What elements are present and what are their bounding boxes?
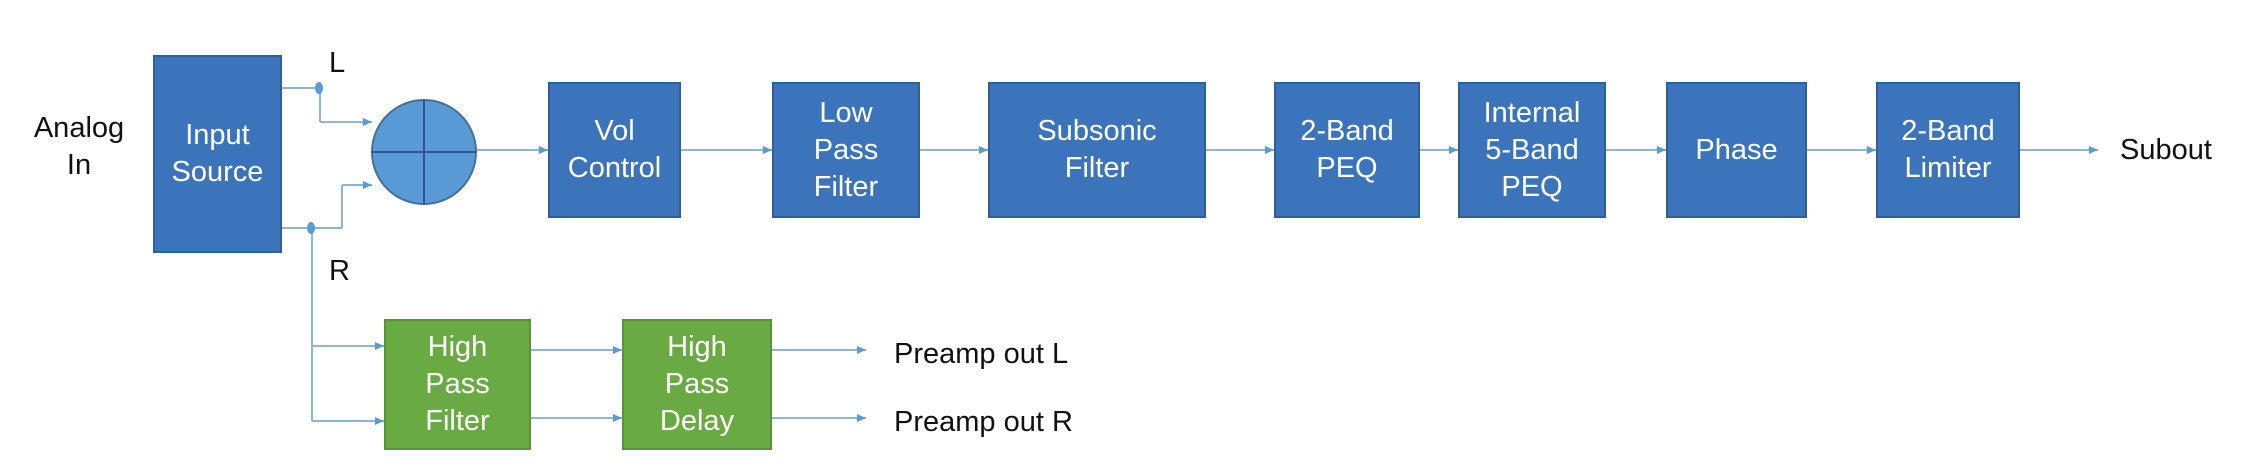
subsonic-filter-block: Subsonic Filter bbox=[988, 82, 1206, 218]
junction-left bbox=[315, 82, 323, 94]
summing-mixer-icon bbox=[371, 99, 477, 205]
channel-right-label: R bbox=[329, 255, 350, 287]
2-band-peq-block: 2-Band PEQ bbox=[1274, 82, 1420, 218]
high-pass-delay-block: High Pass Delay bbox=[622, 319, 772, 450]
2-band-limiter-block: 2-Band Limiter bbox=[1876, 82, 2020, 218]
subout-label: Subout bbox=[2120, 134, 2212, 166]
phase-block: Phase bbox=[1666, 82, 1807, 218]
high-pass-filter-block: High Pass Filter bbox=[384, 319, 531, 450]
preamp-out-r-label: Preamp out R bbox=[894, 406, 1073, 438]
junction-right bbox=[307, 222, 315, 234]
input-source-block: Input Source bbox=[153, 55, 282, 253]
vol-control-block: Vol Control bbox=[548, 82, 681, 218]
low-pass-filter-block: Low Pass Filter bbox=[772, 82, 920, 218]
analog-in-label: Analog In bbox=[33, 112, 125, 181]
internal-5-band-peq-block: Internal 5-Band PEQ bbox=[1458, 82, 1606, 218]
preamp-out-l-label: Preamp out L bbox=[894, 338, 1069, 370]
channel-left-label: L bbox=[329, 47, 346, 79]
